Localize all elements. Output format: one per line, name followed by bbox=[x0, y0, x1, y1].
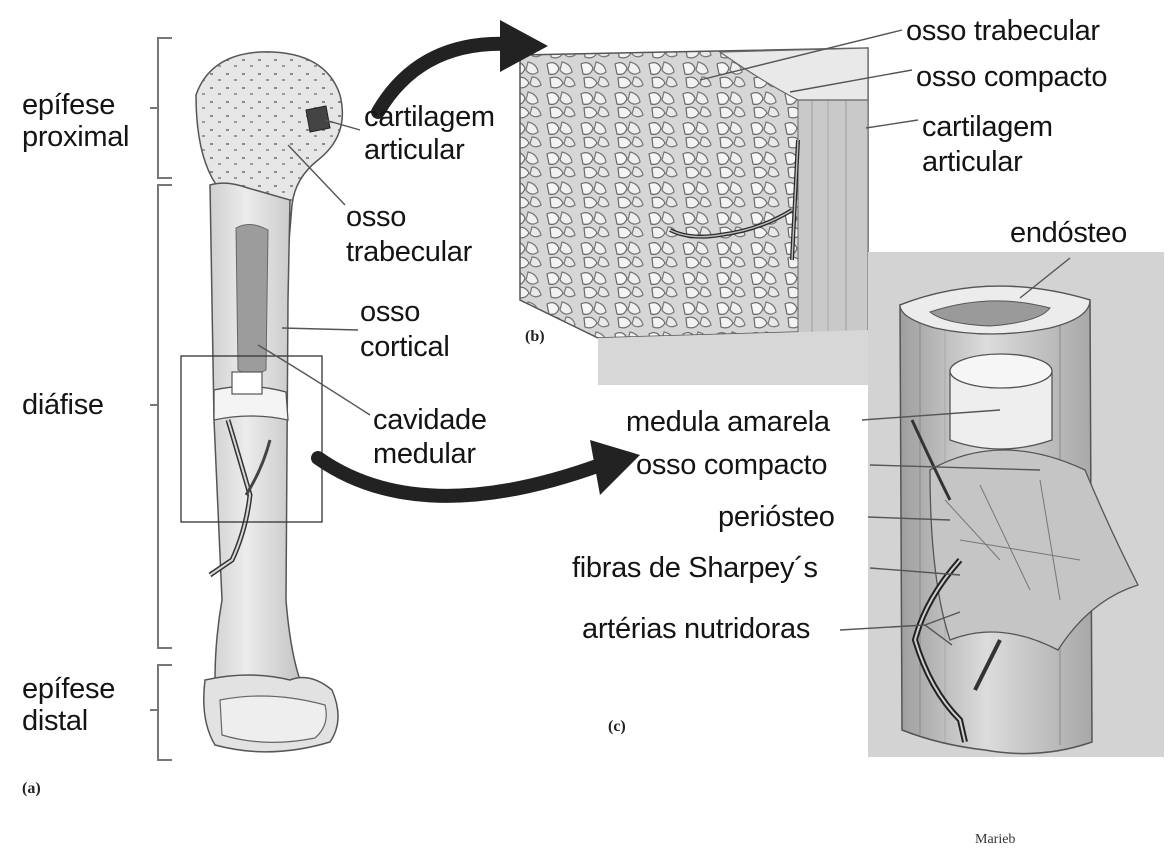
panel-label-b: (b) bbox=[525, 328, 545, 346]
label-osso-cortical-2: cortical bbox=[360, 330, 449, 364]
long-bone-illustration bbox=[181, 52, 342, 752]
label-osso-compacto-c: osso compacto bbox=[636, 448, 827, 482]
label-periosteo: periósteo bbox=[718, 500, 835, 534]
label-cartilagem-articular-b-1: cartilagem bbox=[922, 110, 1053, 144]
label-fibras-sharpey: fibras de Sharpey´s bbox=[572, 551, 818, 585]
region-brackets bbox=[150, 38, 172, 760]
label-osso-compacto-b: osso compacto bbox=[916, 60, 1107, 94]
label-cavidade-medular-2: medular bbox=[373, 437, 476, 471]
bone-shaft-cutaway-illustration bbox=[868, 252, 1164, 757]
label-medula-amarela: medula amarela bbox=[626, 405, 830, 439]
credit-text: Marieb bbox=[975, 832, 1015, 848]
label-osso-cortical-1: osso bbox=[360, 295, 420, 329]
panel-label-a: (a) bbox=[22, 780, 41, 798]
label-cartilagem-articular-a-1: cartilagem bbox=[364, 100, 495, 134]
label-cartilagem-articular-b-2: articular bbox=[922, 145, 1022, 179]
label-osso-trabecular-a-2: trabecular bbox=[346, 235, 472, 269]
label-epifise-proximal-2: proximal bbox=[22, 120, 129, 154]
label-epifise-distal-2: distal bbox=[22, 704, 88, 738]
panel-label-c: (c) bbox=[608, 718, 626, 736]
label-epifise-distal-1: epífese bbox=[22, 672, 115, 706]
label-osso-trabecular-a-1: osso bbox=[346, 200, 406, 234]
label-diafise: diáfise bbox=[22, 388, 104, 422]
label-osso-trabecular-b: osso trabecular bbox=[906, 14, 1100, 48]
label-endosteo: endósteo bbox=[1010, 216, 1127, 250]
label-arterias-nutridoras: artérias nutridoras bbox=[582, 612, 810, 646]
label-cartilagem-articular-a-2: articular bbox=[364, 133, 464, 167]
label-epifise-proximal-1: epífese bbox=[22, 88, 115, 122]
magnify-arrow-bottom bbox=[318, 440, 640, 496]
label-cavidade-medular-1: cavidade bbox=[373, 403, 487, 437]
trabecular-block-illustration bbox=[520, 48, 868, 385]
